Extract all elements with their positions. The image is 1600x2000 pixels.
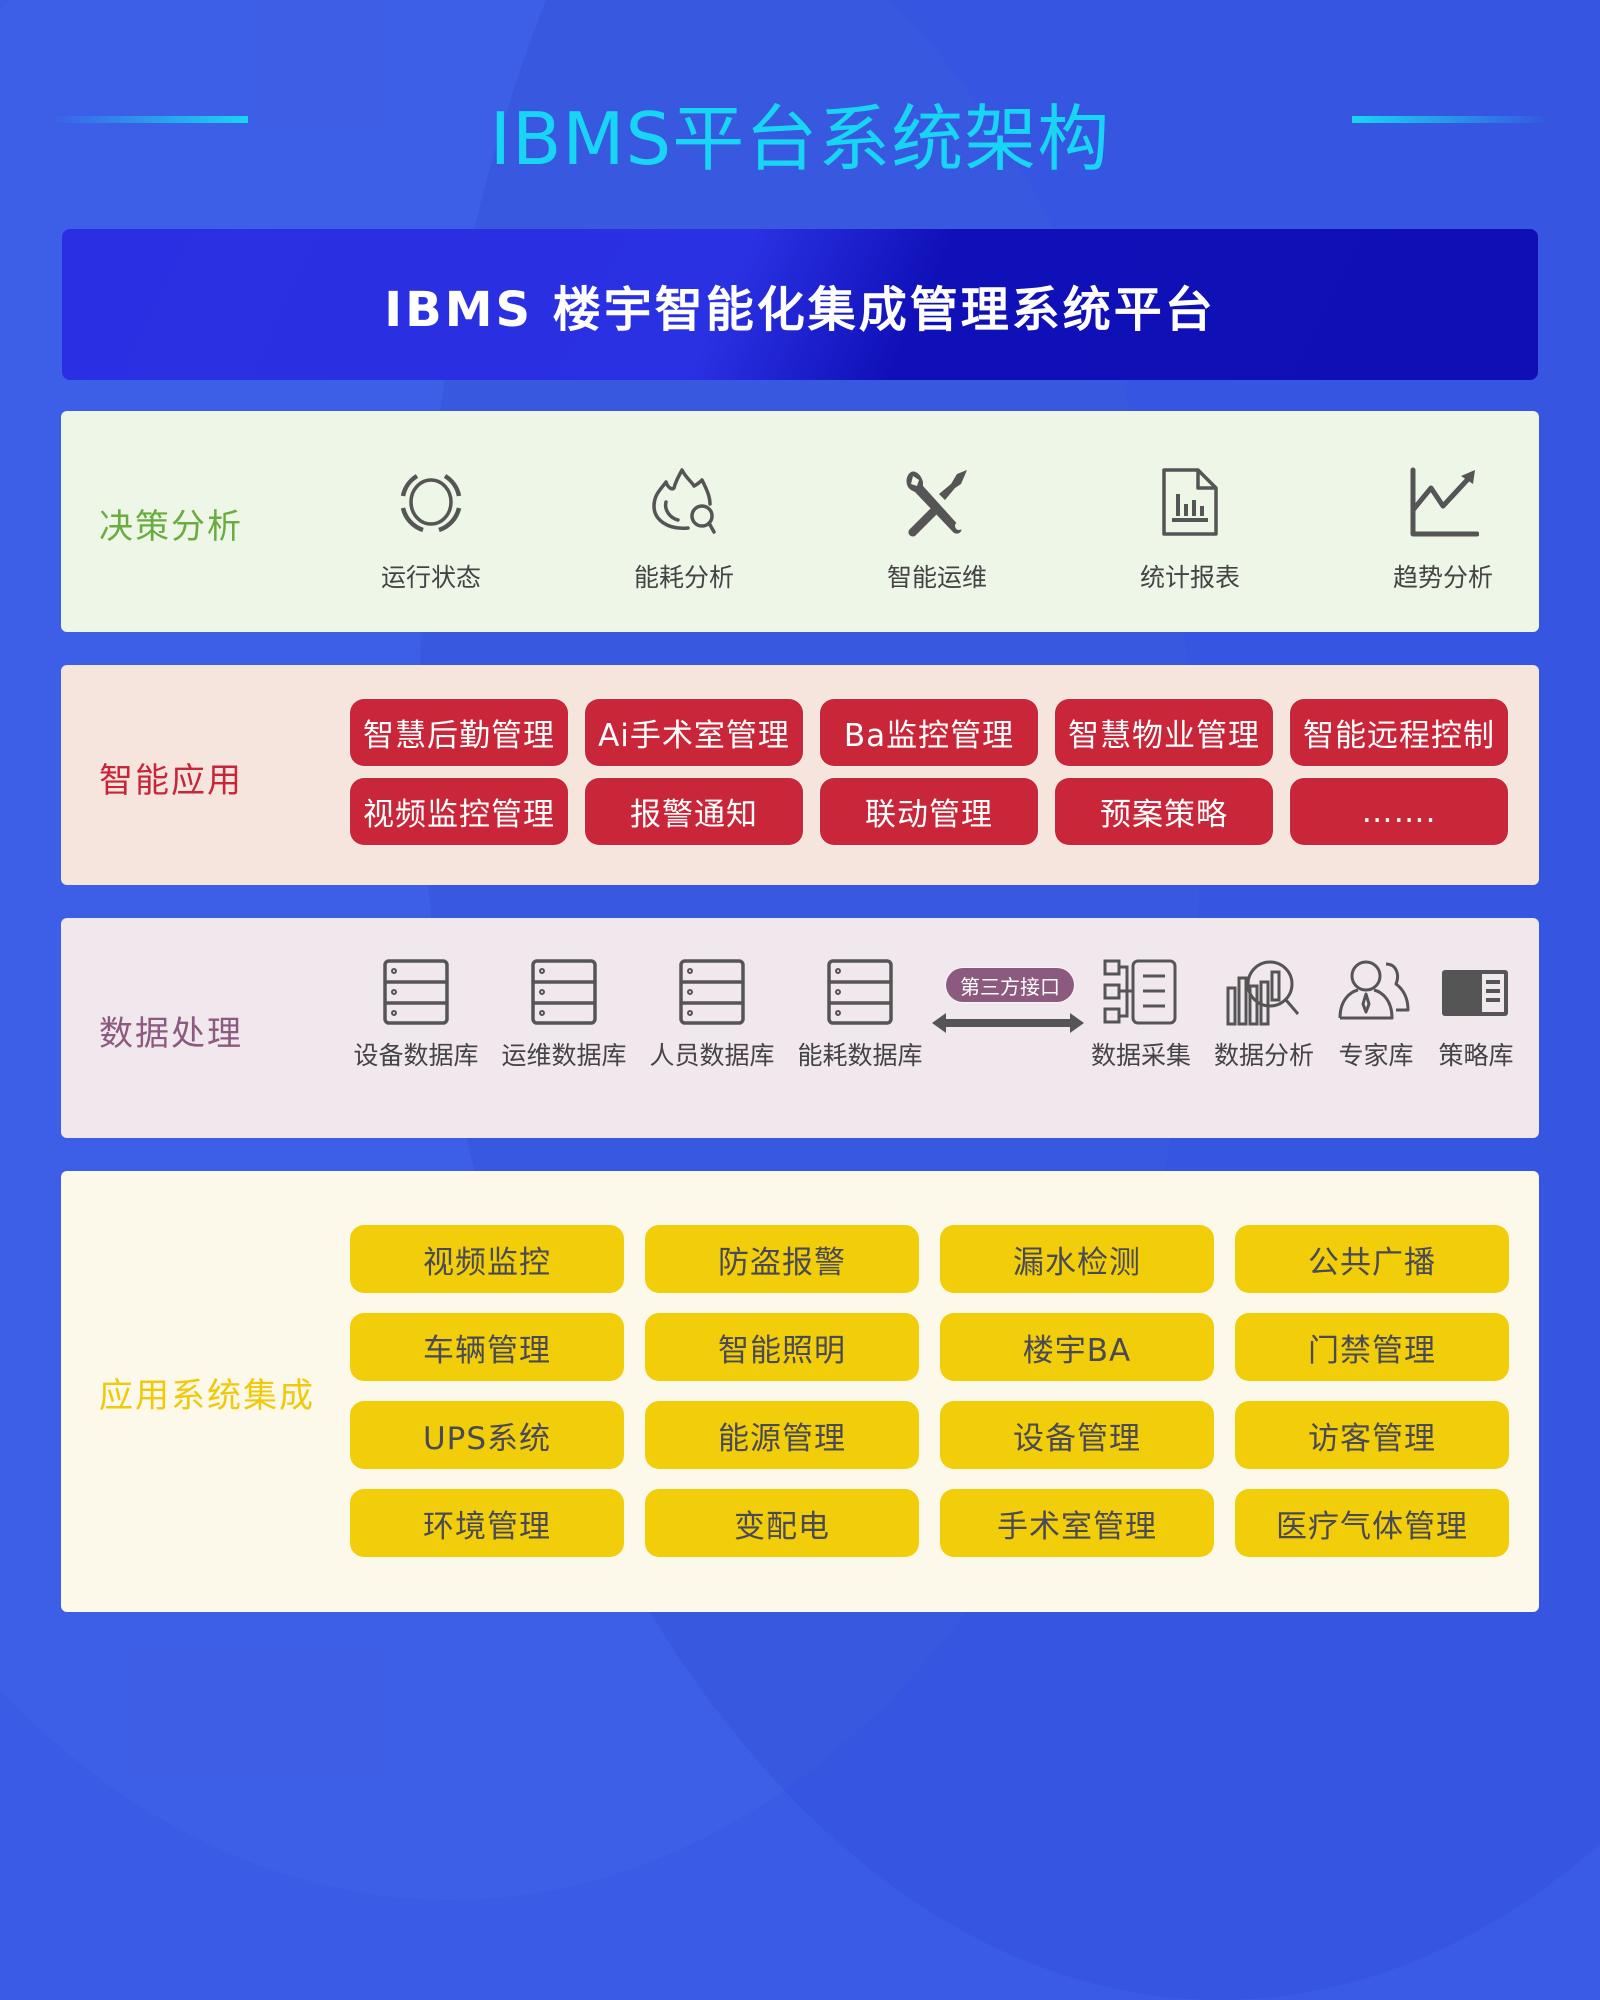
decision-item-statistics-report[interactable]: 统计报表 [1110, 466, 1270, 594]
tool-label: 策略库 [1438, 1041, 1514, 1070]
integration-chip[interactable]: 门禁管理 [1235, 1313, 1509, 1381]
tool-label: 专家库 [1338, 1041, 1414, 1070]
decision-item-running-status[interactable]: 运行状态 [351, 466, 511, 594]
smart-app-chip[interactable]: 视频监控管理 [350, 778, 568, 845]
tool-item-data-analysis[interactable]: 数据分析 [1209, 958, 1319, 1072]
integration-chip[interactable]: 智能照明 [645, 1313, 919, 1381]
smart-app-chip[interactable]: 智慧后勤管理 [350, 699, 568, 766]
database-server-icon [383, 959, 449, 1025]
title-accent-line-right [1352, 116, 1550, 123]
tools-icon [906, 470, 967, 537]
database-item[interactable]: 人员数据库 [638, 958, 786, 1072]
database-server-icon [827, 959, 893, 1025]
smart-app-chip[interactable]: 报警通知 [585, 778, 803, 845]
database-label: 能耗数据库 [797, 1041, 923, 1070]
layer-label: 数据处理 [99, 1014, 243, 1054]
database-server-icon [679, 959, 745, 1025]
trend-chart-icon [1410, 467, 1479, 537]
decision-item-label: 趋势分析 [1392, 563, 1493, 592]
layer-label: 决策分析 [99, 507, 243, 547]
integration-chip[interactable]: 防盗报警 [645, 1225, 919, 1293]
smart-app-chip[interactable]: Ai手术室管理 [585, 699, 803, 766]
decision-item-smart-maintenance[interactable]: 智能运维 [857, 466, 1017, 594]
smart-app-chip[interactable]: Ba监控管理 [820, 699, 1038, 766]
decision-item-label: 统计报表 [1139, 563, 1240, 592]
smart-app-more-chip[interactable]: ……. [1290, 778, 1508, 845]
integration-chip[interactable]: 手术室管理 [940, 1489, 1214, 1557]
smart-applications-layer: 智能应用 智慧后勤管理 Ai手术室管理 Ba监控管理 智慧物业管理 智能远程控制… [61, 665, 1539, 885]
integration-chip[interactable]: 能源管理 [645, 1401, 919, 1469]
layer-label: 智能应用 [99, 761, 243, 801]
integration-chip[interactable]: 环境管理 [350, 1489, 624, 1557]
database-label: 人员数据库 [649, 1041, 775, 1070]
experts-icon [1338, 960, 1410, 1020]
layer-label: 应用系统集成 [99, 1376, 315, 1416]
integration-chip[interactable]: 访客管理 [1235, 1401, 1509, 1469]
strategy-library-icon [1442, 970, 1508, 1016]
integration-chip[interactable]: 楼宇BA [940, 1313, 1214, 1381]
decision-item-label: 运行状态 [380, 563, 481, 592]
third-party-interface: 第三方接口 [932, 968, 1084, 1038]
integration-chip[interactable]: 视频监控 [350, 1225, 624, 1293]
database-label: 设备数据库 [353, 1041, 479, 1070]
decision-item-label: 智能运维 [886, 563, 987, 592]
system-integration-layer: 应用系统集成 视频监控 防盗报警 漏水检测 公共广播 车辆管理 智能照明 楼宇B… [61, 1171, 1539, 1612]
running-status-icon [400, 474, 462, 533]
integration-chip[interactable]: 漏水检测 [940, 1225, 1214, 1293]
third-party-interface-badge: 第三方接口 [946, 968, 1074, 1002]
database-item[interactable]: 运维数据库 [490, 958, 638, 1072]
page-title: IBMS平台系统架构 [489, 97, 1111, 181]
smart-app-chip[interactable]: 智能远程控制 [1290, 699, 1508, 766]
smart-app-chip[interactable]: 智慧物业管理 [1055, 699, 1273, 766]
decision-analysis-layer: 决策分析 运行状态 能耗分析 [61, 411, 1539, 632]
integration-chip[interactable]: 公共广播 [1235, 1225, 1509, 1293]
database-label: 运维数据库 [501, 1041, 627, 1070]
tool-item-data-collection[interactable]: 数据采集 [1086, 958, 1196, 1072]
data-processing-layer: 数据处理 设备数据库 运维数据库 人员 [61, 918, 1539, 1138]
database-item[interactable]: 设备数据库 [342, 958, 490, 1072]
data-analysis-icon [1226, 960, 1300, 1026]
database-server-icon [531, 959, 597, 1025]
database-item[interactable]: 能耗数据库 [786, 958, 934, 1072]
smart-app-chip[interactable]: 预案策略 [1055, 778, 1273, 845]
platform-banner: IBMS 楼宇智能化集成管理系统平台 [62, 229, 1538, 380]
tool-item-strategy-library[interactable]: 策略库 [1431, 958, 1521, 1072]
integration-chip[interactable]: 变配电 [645, 1489, 919, 1557]
bidirectional-arrow-icon [932, 1013, 1084, 1033]
tool-label: 数据分析 [1213, 1041, 1314, 1070]
integration-chip[interactable]: UPS系统 [350, 1401, 624, 1469]
integration-chip[interactable]: 设备管理 [940, 1401, 1214, 1469]
decision-item-label: 能耗分析 [633, 563, 734, 592]
decision-item-energy-analysis[interactable]: 能耗分析 [604, 466, 764, 594]
title-accent-line-left [50, 116, 248, 123]
smart-app-grid: 智慧后勤管理 Ai手术室管理 Ba监控管理 智慧物业管理 智能远程控制 视频监控… [350, 699, 1508, 845]
tool-label: 数据采集 [1090, 1041, 1191, 1070]
integration-grid: 视频监控 防盗报警 漏水检测 公共广播 车辆管理 智能照明 楼宇BA 门禁管理 … [350, 1225, 1509, 1557]
integration-chip[interactable]: 车辆管理 [350, 1313, 624, 1381]
energy-analysis-icon [652, 468, 716, 534]
decision-item-trend-analysis[interactable]: 趋势分析 [1363, 466, 1523, 594]
smart-app-chip[interactable]: 联动管理 [820, 778, 1038, 845]
tool-item-experts[interactable]: 专家库 [1331, 958, 1421, 1072]
report-icon [1162, 468, 1218, 536]
data-collection-icon [1103, 959, 1177, 1025]
integration-chip[interactable]: 医疗气体管理 [1235, 1489, 1509, 1557]
